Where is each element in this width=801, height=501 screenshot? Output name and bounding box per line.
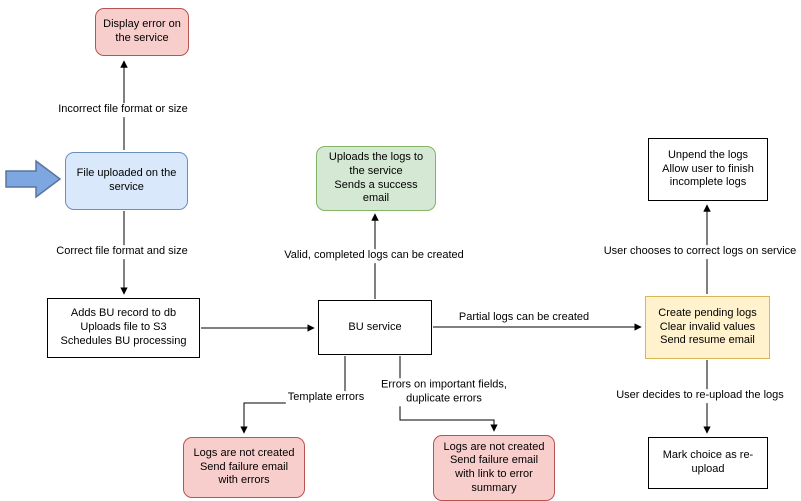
node-upload-processing: Adds BU record to db Uploads file to S3 … <box>47 298 200 358</box>
node-mark-reupload-label: Mark choice as re-upload <box>662 449 754 475</box>
node-field-errors-result-label: Logs are not created Send failure email … <box>443 440 545 494</box>
node-file-uploaded: File uploaded on the service <box>65 152 188 210</box>
edge-label-valid-logs: Valid, completed logs can be created <box>282 249 466 263</box>
node-display-error: Display error on the service <box>95 8 189 56</box>
edge-label-correct-format: Correct file format and size <box>54 245 190 259</box>
edge-label-important-field-errors: Errors on important fields, duplicate er… <box>379 378 509 406</box>
node-template-errors-result: Logs are not created Send failure email … <box>183 437 305 498</box>
node-display-error-label: Display error on the service <box>103 18 181 44</box>
node-bu-service-label: BU service <box>348 320 402 333</box>
node-create-pending-logs: Create pending logs Clear invalid values… <box>645 296 770 359</box>
edge-label-correct-on-service: User chooses to correct logs on service <box>601 245 799 259</box>
node-bu-service: BU service <box>318 300 432 355</box>
node-success-email: Uploads the logs to the service Sends a … <box>316 146 436 211</box>
node-file-uploaded-label: File uploaded on the service <box>76 167 177 193</box>
edge-label-template-errors: Template errors <box>285 391 367 405</box>
node-field-errors-result: Logs are not created Send failure email … <box>433 435 555 501</box>
node-success-email-label: Uploads the logs to the service Sends a … <box>328 151 424 205</box>
node-unpend-logs: Unpend the logs Allow user to finish inc… <box>648 138 768 201</box>
node-upload-processing-label: Adds BU record to db Uploads file to S3 … <box>60 307 187 347</box>
node-template-errors-result-label: Logs are not created Send failure email … <box>193 446 295 487</box>
edge-label-incorrect-format: Incorrect file format or size <box>56 103 190 117</box>
node-unpend-logs-label: Unpend the logs Allow user to finish inc… <box>662 148 754 189</box>
edge-label-partial-logs: Partial logs can be created <box>456 311 592 325</box>
node-mark-reupload: Mark choice as re-upload <box>648 437 768 489</box>
input-arrow-icon <box>5 159 62 199</box>
edge-label-reupload: User decides to re-upload the logs <box>614 389 786 403</box>
node-create-pending-logs-label: Create pending logs Clear invalid values… <box>658 306 757 347</box>
